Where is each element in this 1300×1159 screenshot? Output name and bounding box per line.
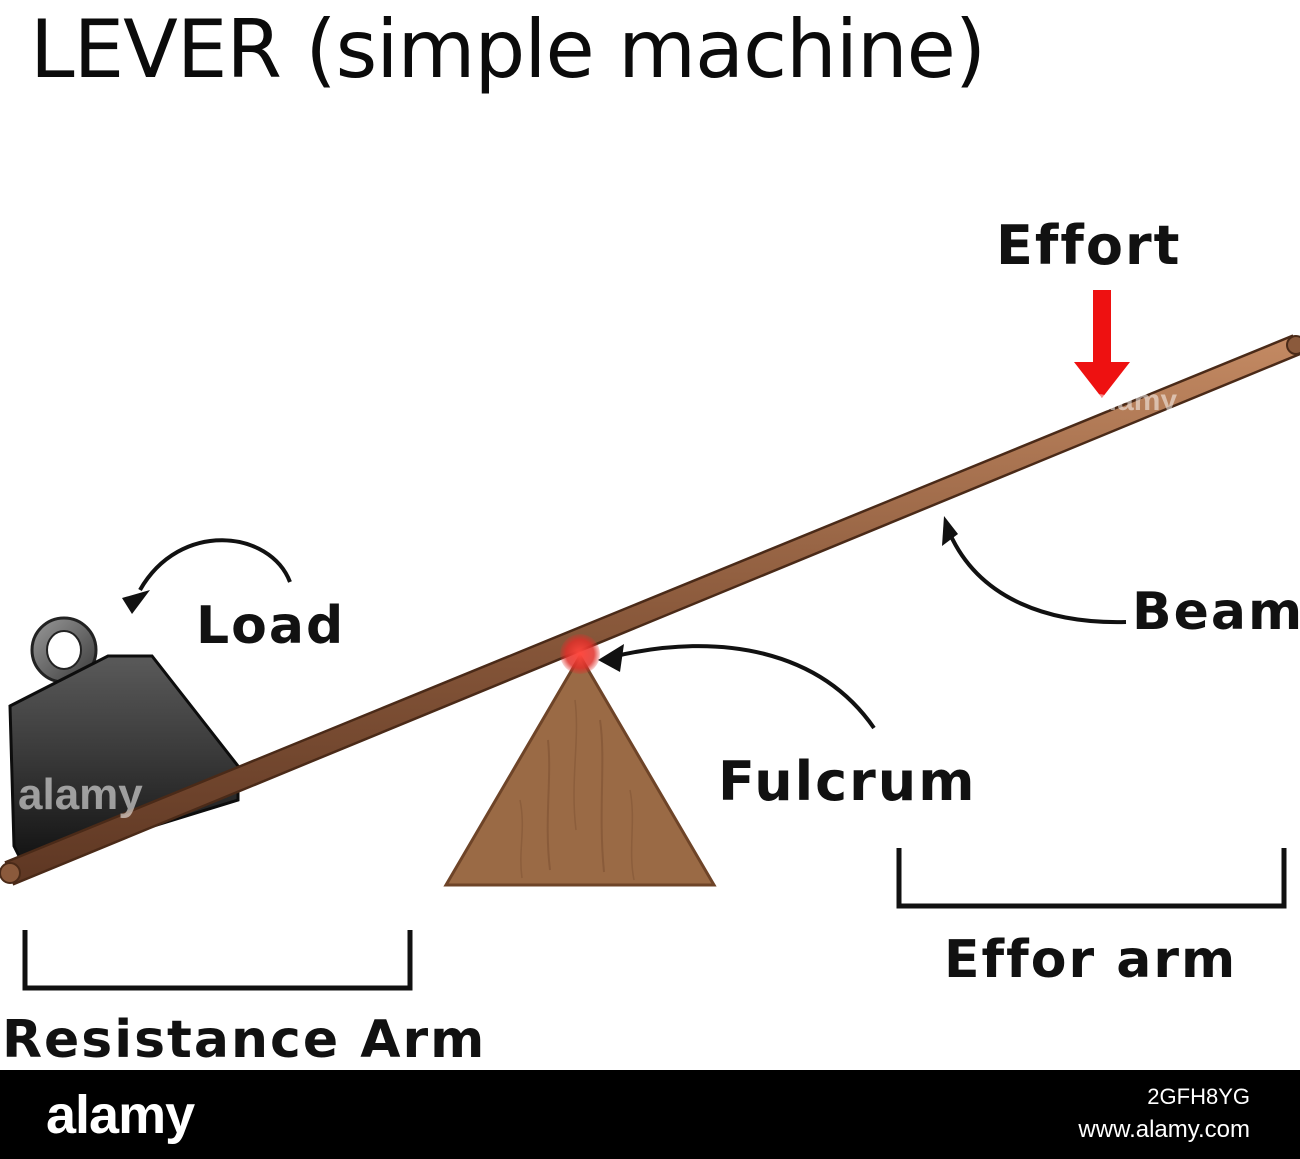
load-label: Load	[196, 596, 346, 656]
fulcrum-triangle	[443, 653, 717, 887]
lever-beam	[0, 334, 1300, 886]
watermark-small: alamy	[1092, 384, 1178, 417]
footer-bar: alamy 2GFH8YG www.alamy.com	[0, 1070, 1300, 1159]
effort-label: Effort	[996, 214, 1182, 277]
beam-label: Beam	[1132, 582, 1300, 642]
footer-url: www.alamy.com	[1078, 1116, 1250, 1143]
fulcrum-pointer-arrow	[598, 644, 876, 730]
footer-image-id: 2GFH8YG	[1147, 1084, 1250, 1109]
effort-arm-bracket	[896, 848, 1287, 909]
footer-logo: alamy	[46, 1085, 195, 1145]
pivot-point	[560, 634, 600, 674]
effort-arm-label: Effor arm	[944, 930, 1238, 990]
page-title: LEVER (simple machine)	[30, 3, 986, 96]
resistance-arm-bracket	[22, 930, 413, 991]
effort-arrow-icon	[1074, 290, 1130, 398]
fulcrum-label: Fulcrum	[718, 750, 977, 813]
watermark: alamy	[18, 770, 143, 819]
load-pointer-arrow	[122, 538, 292, 614]
resistance-arm-label: Resistance Arm	[2, 1010, 487, 1070]
beam-pointer-arrow	[942, 516, 1127, 625]
